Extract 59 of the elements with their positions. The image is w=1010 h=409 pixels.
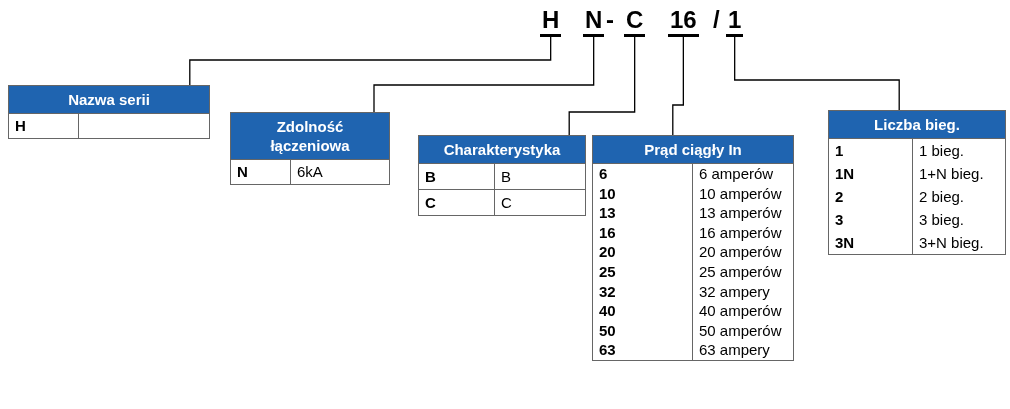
- code-table: [592, 135, 794, 361]
- table-cell: 40: [593, 301, 693, 321]
- table-header: Charakterystyka: [419, 136, 585, 163]
- table-cell: 32: [593, 281, 693, 302]
- code-letter: C: [624, 6, 646, 37]
- table-cell-text: 2 bieg.: [918, 187, 966, 207]
- table-cell-text: 32 ampery: [698, 281, 771, 302]
- table-header: Liczba bieg.: [829, 111, 1005, 138]
- table-cell: 1N: [829, 162, 913, 185]
- table-header: Zdolność łączeniowa: [231, 113, 389, 159]
- table-cell-text: 3 bieg.: [918, 210, 966, 230]
- leader-line: [373, 36, 595, 113]
- code-table: [828, 110, 1006, 255]
- leader-line: [734, 36, 900, 111]
- code-table: [230, 112, 390, 185]
- table-header: Nazwa serii: [9, 86, 209, 113]
- separator: -: [606, 6, 614, 34]
- table-cell: 3N: [829, 231, 913, 254]
- table-cell-text: 3+N bieg.: [918, 233, 985, 253]
- code-letter: H: [540, 6, 562, 37]
- table-cell-text: B: [500, 167, 512, 187]
- leader-line: [672, 36, 684, 136]
- table-cell: N: [231, 160, 291, 184]
- table-cell-text: 16 amperów: [698, 222, 783, 243]
- table-cell: 50: [593, 320, 693, 341]
- table-cell-text: 50 amperów: [698, 320, 783, 341]
- code-letter: N: [583, 6, 605, 37]
- table-cell-text: 1+N bieg.: [918, 164, 985, 184]
- table-cell-text: 25 amperów: [698, 261, 783, 282]
- table-cell: B: [419, 164, 495, 189]
- code-letter: 1: [726, 6, 744, 37]
- table-cell: 13: [593, 203, 693, 223]
- table-cell-text: 10 amperów: [698, 183, 783, 204]
- table-header: Prąd ciągły In: [593, 136, 793, 163]
- table-cell-text: C: [500, 193, 513, 213]
- code-table: [418, 135, 586, 216]
- table-cell: 63: [593, 340, 693, 360]
- table-cell: 16: [593, 222, 693, 243]
- code-table: [8, 85, 210, 139]
- table-cell-text: 20 amperów: [698, 242, 783, 262]
- table-cell: 25: [593, 261, 693, 282]
- table-cell-text: 63 ampery: [698, 340, 771, 360]
- separator: /: [713, 6, 720, 34]
- table-cell-text: 13 amperów: [698, 203, 783, 223]
- table-cell-text: 1 bieg.: [918, 141, 966, 161]
- table-cell: 20: [593, 242, 693, 262]
- table-cell-text: 6kA: [296, 162, 324, 182]
- code-letter: 16: [668, 6, 699, 37]
- table-cell: H: [9, 114, 79, 138]
- table-cell: 1: [829, 139, 913, 162]
- leader-line: [189, 36, 552, 86]
- table-cell-text: 40 amperów: [698, 301, 783, 321]
- table-cell-text: 6 amperów: [698, 164, 775, 184]
- table-cell: C: [419, 190, 495, 215]
- table-cell: 3: [829, 208, 913, 231]
- table-cell: 6: [593, 164, 693, 184]
- table-cell: 2: [829, 185, 913, 208]
- leader-line: [568, 36, 636, 136]
- table-cell: 10: [593, 183, 693, 204]
